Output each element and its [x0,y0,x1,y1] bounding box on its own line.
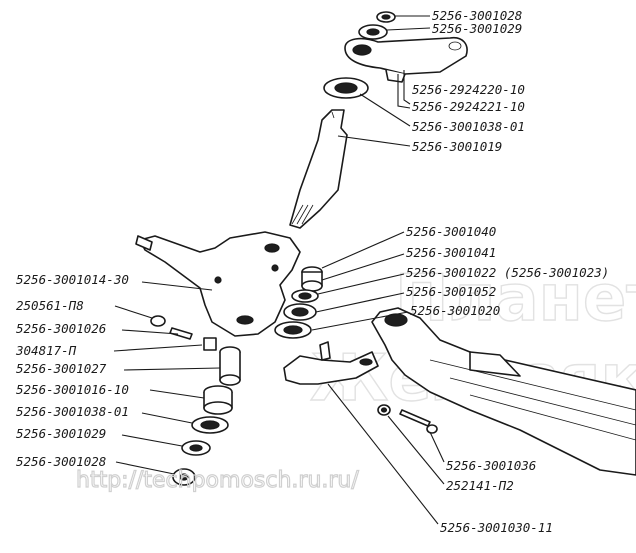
label-3001038-bot: 5256-3001038-01 [16,404,129,419]
bolt-set-right [377,404,438,434]
label-3001016: 5256-3001016-10 [16,382,129,397]
lower-tie-arm [283,341,379,385]
steering-arm-assembly [344,11,468,83]
knuckle-spindle-end [135,235,153,251]
washer-252141-hole [380,407,388,413]
nut-3001028-bot-hole [179,473,189,481]
label-3001052: 5256-3001052 [406,284,496,299]
bearing-3001016-bottom [203,401,233,415]
left-parts-stack [150,315,241,486]
nut-top-hole [381,14,391,20]
label-3001028-bot: 5256-3001028 [16,454,106,469]
washer-3001020-hole [283,325,303,335]
label-3001029-top: 5256-3001029 [432,21,522,36]
steering-arm-bore [352,44,372,56]
label-304817: 304817-П [15,343,77,358]
beam-spring-pad [469,351,521,377]
label-2924220: 5256-2924220-10 [412,82,525,97]
label-3001040: 5256-3001040 [406,224,496,239]
beam-web-lines [429,359,636,441]
bearing-stack [274,266,323,339]
ring-3001052-hole [291,307,309,317]
washer-3001038-bot-hole [200,420,220,430]
leader-lines [113,15,445,525]
kingpin-assembly [289,77,369,229]
watermark-brand-line1: Планет [395,262,636,336]
watermark-url: http://techpomosch.ru.ru/ [76,468,359,493]
front-axle-beam [371,307,636,476]
shim-3001022-hole [298,292,312,300]
washer-top-hole [366,28,380,36]
label-3001014: 5256-3001014-30 [16,272,129,287]
fitting-304817 [203,337,217,351]
kingpin-thread [291,111,335,225]
bolt-3001036-shank [399,409,431,427]
knuckle-bolt-hole-2 [214,276,222,284]
knuckle-lower-bore [236,315,254,325]
label-3001028-top: 5256-3001028 [432,8,522,23]
knuckle-body [139,231,301,337]
label-3001027: 5256-3001027 [16,361,107,376]
label-3001019: 5256-3001019 [412,139,502,154]
label-250561: 250561-П8 [16,298,84,313]
label-2924221: 5256-2924221-10 [412,99,525,114]
label-3001022: 5256-3001022 (5256-3001023) [406,265,609,280]
thrust-washer-top-hole [334,82,358,94]
label-3001020: 5256-3001020 [410,303,500,318]
steering-arm-eye [448,41,462,51]
nut-250561 [150,315,166,327]
knuckle-bolt-hole [271,264,279,272]
pin-3001026 [169,327,193,340]
bushing-3001027-bottom [219,374,241,386]
steering-arm [344,36,468,75]
knuckle-upper-bore [264,243,280,253]
label-3001030: 5256-3001030-11 [440,520,553,535]
tie-arm-body [283,351,379,385]
label-3001026: 5256-3001026 [16,321,106,336]
label-3001036: 5256-3001036 [446,458,536,473]
washer-3001029-bot-hole [189,444,203,452]
kingpin [289,109,348,229]
tie-arm-lug [319,341,331,361]
steering-knuckle [135,231,301,337]
label-3001029-bot: 5256-3001029 [16,426,106,441]
tie-arm-bore [359,358,373,366]
label-3001038-top: 5256-3001038-01 [412,119,525,134]
label-252141: 252141-П2 [446,478,514,493]
label-3001041: 5256-3001041 [406,245,496,260]
part-labels: 5256-3001028 5256-3001029 5256-2924220-1… [15,8,609,535]
bolt-3001036-head [426,424,438,434]
